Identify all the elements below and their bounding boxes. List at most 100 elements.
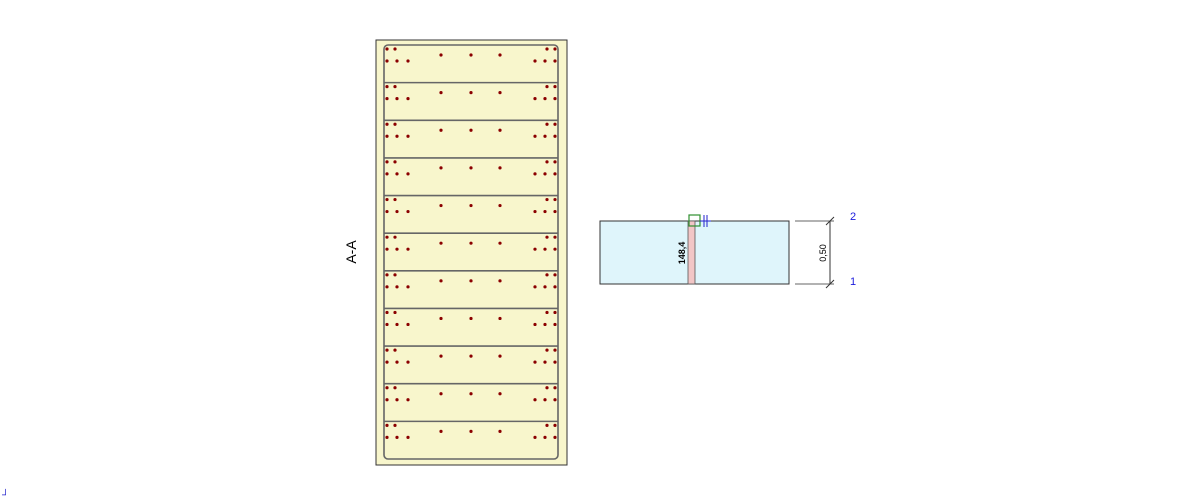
reinforcement-strip (687, 220, 696, 285)
rebar-dot (385, 59, 389, 63)
rebar-dot (393, 160, 397, 164)
rebar-dot (395, 435, 399, 439)
rebar-dot (439, 53, 443, 57)
rebar-dot (439, 429, 443, 433)
rebar-dot (385, 386, 389, 390)
rebar-dot (545, 160, 549, 164)
rebar-dot (543, 247, 547, 251)
rebar-dot (553, 160, 557, 164)
level-top-label: 2 (850, 211, 856, 223)
rebar-dot (406, 398, 410, 402)
rebar-dot (545, 348, 549, 352)
rebar-dot (385, 172, 389, 176)
rebar-dot (553, 85, 557, 89)
rebar-dot (406, 97, 410, 101)
rebar-dot (469, 241, 473, 245)
rebar-dot (545, 197, 549, 202)
rebar-dot (498, 53, 502, 57)
rebar-dot (498, 203, 502, 208)
rebar-dot (439, 166, 443, 170)
rebar-dot (395, 209, 399, 214)
rebar-dot (543, 285, 547, 289)
rebar-dot (385, 398, 389, 402)
rebar-dot (406, 209, 410, 214)
rebar-dot (533, 209, 537, 214)
rebar-dot (545, 122, 549, 126)
rebar-dot (469, 203, 473, 208)
rebar-dot (406, 134, 410, 138)
rebar-dot (533, 360, 537, 364)
rebar-dot (406, 59, 410, 63)
rebar-dot (469, 392, 473, 396)
rebar-dot (553, 172, 557, 176)
rebar-dot (385, 348, 389, 352)
rebar-dot (385, 134, 389, 138)
rebar-dot (543, 209, 547, 214)
rebar-dot (553, 247, 557, 251)
rebar-dot (393, 235, 397, 239)
rebar-dot (469, 91, 473, 95)
rebar-dot (553, 423, 557, 427)
rebar-dot (533, 172, 537, 176)
rebar-dot (533, 97, 537, 101)
rebar-dot (439, 316, 443, 321)
rebar-dot (553, 348, 557, 352)
rebar-dot (385, 97, 389, 101)
rebar-dot (533, 134, 537, 138)
rebar-dot (543, 172, 547, 176)
rebar-dot (498, 279, 502, 283)
rebar-dot (393, 423, 397, 427)
rebar-dot (533, 59, 537, 63)
rebar-dot (553, 134, 557, 138)
stirrup-lines (384, 81, 558, 423)
rebar-dot (393, 122, 397, 126)
rebar-dot (393, 273, 397, 277)
rebar-dot (469, 128, 473, 132)
rebar-dot (395, 134, 399, 138)
rebar-dot (406, 360, 410, 364)
rebar-dot (393, 197, 397, 202)
rebar-dot (439, 128, 443, 132)
rebar-dot (469, 429, 473, 433)
rebar-dot (393, 348, 397, 352)
rebar-dot (406, 172, 410, 176)
rebar-dot (533, 247, 537, 251)
rebar-dot (385, 247, 389, 251)
rebar-dot (498, 166, 502, 170)
rebar-dot (406, 247, 410, 251)
corner-mark: ┘ (1, 488, 9, 500)
rebar-dot (469, 166, 473, 170)
rebar-dot (385, 160, 389, 164)
section-stirrup-outer (383, 44, 559, 460)
dimension-value: 0,50 (818, 244, 828, 262)
rebar-dot (395, 285, 399, 289)
rebar-dot (439, 203, 443, 208)
rebar-dot (395, 398, 399, 402)
rebar-dot (498, 91, 502, 95)
rebar-dot (553, 97, 557, 101)
section-title: A-A (343, 240, 359, 264)
rebar-dot (385, 85, 389, 89)
strip-annotation: 148,4 (677, 242, 687, 265)
rebar-dot (406, 435, 410, 439)
rebar-dot (553, 386, 557, 390)
rebar-dot (469, 279, 473, 283)
rebar-dot (395, 172, 399, 176)
rebar-dot (385, 235, 389, 239)
rebar-dot (553, 398, 557, 402)
rebar-dot (545, 85, 549, 89)
dimension-tick-top (825, 216, 835, 226)
rebar-dot (439, 91, 443, 95)
rebar-dot (385, 322, 389, 327)
rebar-dot (385, 273, 389, 277)
rebar-dot (498, 392, 502, 396)
rebar-dot (545, 47, 549, 51)
rebar-dot (406, 322, 410, 327)
rebar-dot (395, 322, 399, 327)
rebar-dot (533, 435, 537, 439)
rebar-dot (498, 354, 502, 358)
rebar-dot (469, 354, 473, 358)
rebar-dot (469, 316, 473, 321)
rebar-dot (385, 47, 389, 51)
